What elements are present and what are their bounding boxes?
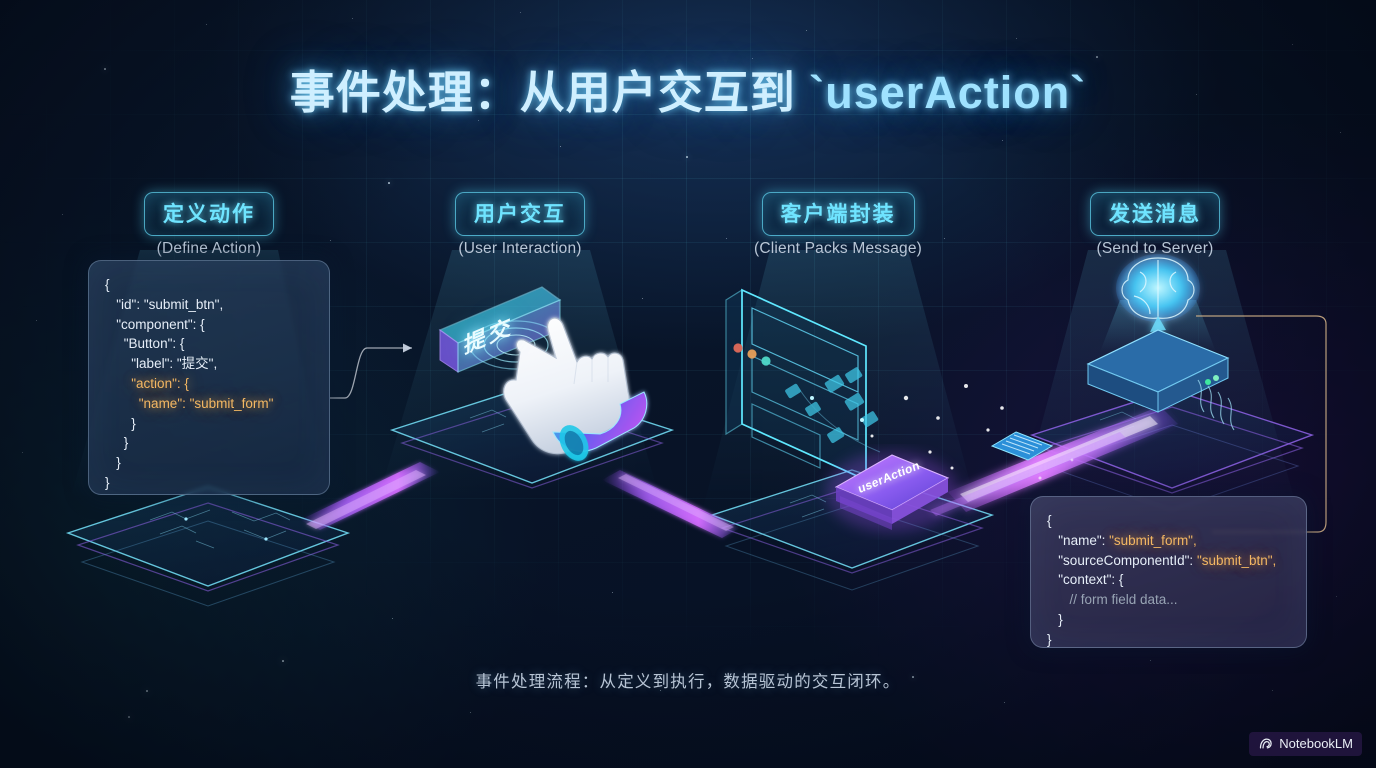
code-line: "sourceComponentId": "submit_btn", — [1058, 552, 1277, 568]
page-title-main: 事件处理：从用户交互到 — [289, 67, 810, 118]
code-line: } — [105, 455, 121, 471]
code-line-highlight: "name": "submit_form" — [105, 395, 274, 411]
code-line: "context": { — [1058, 572, 1124, 588]
step-label-1-cn: 定义动作 — [144, 192, 274, 236]
brain-hologram-icon — [1116, 254, 1200, 332]
platform-step-1 — [65, 486, 351, 607]
step-label-2-en: (User Interaction) — [458, 240, 582, 257]
page-title-code: `userAction` — [809, 67, 1087, 118]
step-label-4-cn: 发送消息 — [1090, 192, 1220, 236]
notebooklm-watermark-label: NotebookLM — [1279, 736, 1353, 751]
code-panel-define-action[interactable]: { "id": "submit_btn", "component": { "Bu… — [88, 260, 330, 495]
code-line: { — [105, 277, 110, 292]
code-line: } — [105, 474, 110, 490]
code-line: { — [1047, 513, 1052, 528]
page-title: 事件处理：从用户交互到 `userAction` — [0, 56, 1376, 121]
code-line: } — [105, 415, 136, 431]
code-line-comment: // form field data... — [1069, 592, 1178, 608]
code-line: } — [1058, 611, 1063, 627]
code-line: "label": "提交", — [105, 356, 218, 372]
step-label-1[interactable]: 定义动作 (Define Action) — [109, 192, 309, 258]
code-line: "component": { — [105, 316, 205, 332]
hand-cursor-icon — [503, 317, 648, 461]
browser-window-illustration — [725, 288, 881, 482]
submit-button-3d — [438, 286, 563, 373]
code-line: "name": "submit_form", — [1058, 532, 1197, 548]
user-action-packet — [826, 452, 958, 532]
notebook-spiral-icon — [1260, 738, 1273, 749]
server-brain-illustration — [990, 254, 1235, 461]
footer-caption: 事件处理流程：从定义到执行，数据驱动的交互闭环。 — [475, 673, 901, 691]
code-panel-user-action-payload[interactable]: { "name": "submit_form", "sourceComponen… — [1030, 496, 1307, 648]
step-label-4[interactable]: 发送消息 (Send to Server) — [1055, 192, 1255, 258]
step-label-1-en: (Define Action) — [156, 240, 262, 257]
beam-2-3 — [602, 470, 740, 538]
code-line-highlight: "action": { — [105, 375, 189, 391]
notebooklm-watermark: NotebookLM — [1249, 732, 1362, 756]
code-line: } — [105, 435, 129, 451]
beam-particles — [870, 384, 1074, 480]
step-label-3-en: (Client Packs Message) — [753, 240, 923, 257]
step-label-3-cn: 客户端封装 — [761, 192, 915, 236]
connector-action-to-button — [330, 343, 412, 399]
connector-payload-to-server — [1196, 315, 1327, 533]
code-line: "id": "submit_btn", — [105, 296, 224, 312]
code-line: "Button": { — [105, 336, 185, 352]
step-label-2[interactable]: 用户交互 (User Interaction) — [420, 192, 620, 258]
step-label-3[interactable]: 客户端封装 (Client Packs Message) — [738, 192, 938, 258]
step-label-4-en: (Send to Server) — [1096, 240, 1214, 257]
beam-1-2 — [300, 462, 440, 530]
beam-3-4 — [930, 406, 1178, 516]
step-label-2-cn: 用户交互 — [455, 192, 585, 236]
incoming-data-card — [990, 431, 1054, 461]
code-line: } — [1047, 631, 1052, 647]
